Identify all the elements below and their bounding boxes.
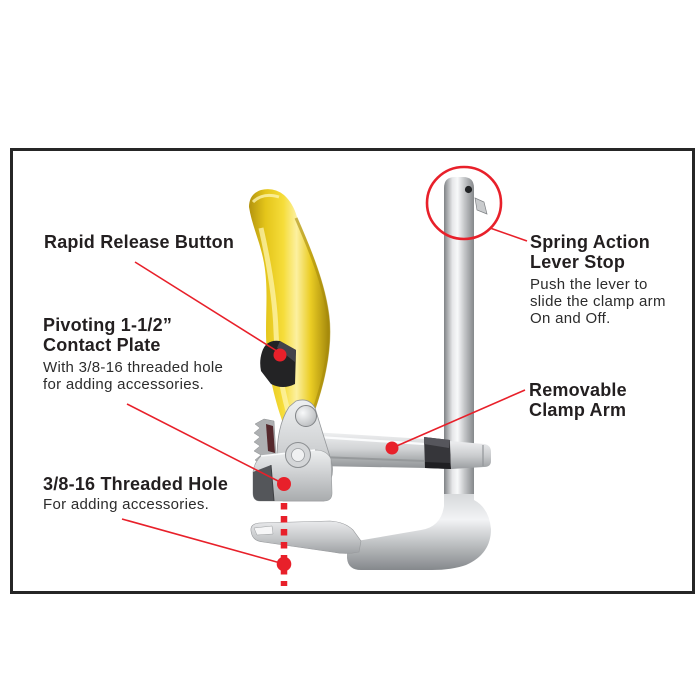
callout-line-removable-arm xyxy=(391,389,526,449)
handle-edge-shade xyxy=(294,217,331,426)
arm-grip-shadow xyxy=(425,462,451,469)
removable-title-line1: Removable xyxy=(529,380,627,400)
lower-pivot-pin xyxy=(291,448,305,462)
rail-bend xyxy=(347,494,491,570)
lower-jaw xyxy=(250,520,362,554)
callout-line-spring-action xyxy=(489,227,528,242)
rail-bar xyxy=(444,177,474,500)
threaded-hole-body: For adding accessories. xyxy=(43,496,210,513)
callout-dot-contact-plate xyxy=(277,477,291,491)
upper-pivot-pin xyxy=(295,405,317,427)
callout-line-threaded-hole xyxy=(121,518,285,565)
handle-knob-facet xyxy=(251,193,280,204)
label-rapid-release: Rapid Release Button xyxy=(44,232,234,252)
callout-line-rapid-release xyxy=(134,261,281,354)
callout-dot-threaded-axis xyxy=(276,556,292,572)
release-button-facet xyxy=(277,341,296,362)
pivoting-body-line2: for adding accessories. xyxy=(43,376,205,393)
callout-dot-clamp-arm xyxy=(385,441,399,455)
callout-line-pivoting-plate xyxy=(126,403,285,485)
spring-body-line2: slide the clamp arm xyxy=(530,293,666,310)
handle-highlight xyxy=(258,227,294,422)
foot-wedge-edge xyxy=(270,464,275,502)
spring-title-line2: Lever Stop xyxy=(530,252,626,272)
pivoting-title-line2: Contact Plate xyxy=(43,335,161,355)
rapid-release-title: Rapid Release Button xyxy=(44,232,235,252)
lower-jaw-notch xyxy=(253,525,274,536)
pivoting-body-line1: With 3/8-16 threaded hole xyxy=(43,359,224,376)
clamp-arm-shape xyxy=(310,432,491,469)
steel-rail xyxy=(250,177,491,570)
foot-dark-wedge xyxy=(253,465,274,501)
spring-title-line1: Spring Action xyxy=(530,232,650,252)
spring-body-line3: On and Off. xyxy=(530,310,611,327)
pivoting-title-line1: Pivoting 1-1/2” xyxy=(43,315,173,335)
callouts xyxy=(121,165,528,586)
label-removable-clamp-arm: Removable Clamp Arm xyxy=(529,380,627,420)
arm-grip-facet xyxy=(424,437,450,448)
label-spring-action: Spring Action Lever Stop Push the lever … xyxy=(530,232,666,327)
rail-pin-hole xyxy=(464,185,473,194)
spring-lever-stop-tab xyxy=(474,197,488,215)
removable-title-line2: Clamp Arm xyxy=(529,400,627,420)
callout-circle-lever-stop xyxy=(425,165,503,241)
contact-plate-foot xyxy=(252,405,333,502)
arm-bottom-chamfer xyxy=(319,456,425,462)
callout-dot-release-button xyxy=(273,348,287,362)
spring-body-line1: Push the lever to xyxy=(530,276,648,293)
label-threaded-hole: 3/8-16 Threaded Hole For adding accessor… xyxy=(43,474,228,513)
rack-shadow-strip xyxy=(266,424,275,453)
arm-top-chamfer xyxy=(317,435,425,446)
arm-sleeve xyxy=(450,441,491,469)
label-pivoting-contact-plate: Pivoting 1-1/2” Contact Plate With 3/8-1… xyxy=(43,315,223,393)
threaded-hole-title: 3/8-16 Threaded Hole xyxy=(43,474,229,494)
